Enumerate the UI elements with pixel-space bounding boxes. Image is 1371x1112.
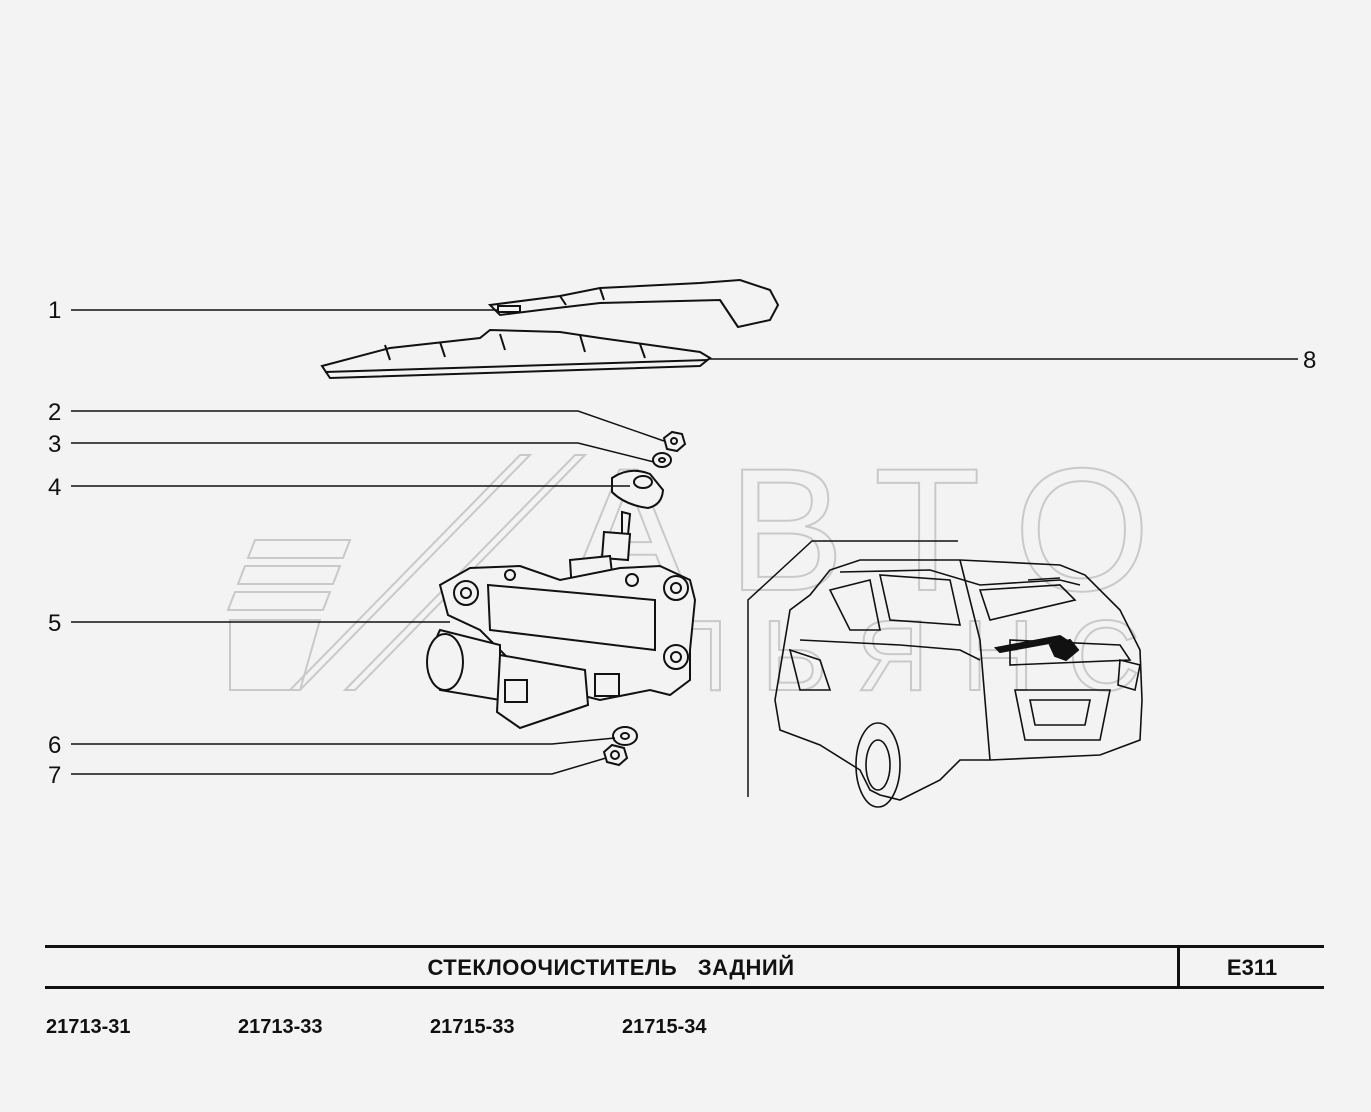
car-rear-wiper-highlight xyxy=(993,634,1080,662)
model-code: 21715-34 xyxy=(622,1016,707,1038)
leader-7 xyxy=(71,757,607,775)
callout-8: 8 xyxy=(1303,347,1316,374)
model-code: 21713-33 xyxy=(238,1016,323,1038)
diagram-title: СТЕКЛООЧИСТИТЕЛЬ ЗАДНИЙ xyxy=(427,955,795,980)
nut-part-2 xyxy=(662,430,687,453)
leader-2 xyxy=(71,410,665,442)
cap-part-4 xyxy=(611,469,665,510)
model-code: 21713-31 xyxy=(46,1016,131,1038)
washer-part-3 xyxy=(652,452,672,468)
callout-6: 6 xyxy=(48,732,61,759)
callout-numbers: 1 2 3 4 5 6 7 8 xyxy=(48,297,1316,789)
model-code: 21715-33 xyxy=(430,1016,515,1038)
callout-7: 7 xyxy=(48,762,61,789)
title-block: СТЕКЛООЧИСТИТЕЛЬ ЗАДНИЙ E311 xyxy=(45,945,1324,989)
callout-2: 2 xyxy=(48,399,61,426)
callout-5: 5 xyxy=(48,610,61,637)
washer-part-6 xyxy=(612,726,638,746)
watermark-logo xyxy=(226,454,588,691)
wiper-arm xyxy=(487,278,780,329)
wiper-motor xyxy=(426,510,697,730)
title-divider xyxy=(1177,948,1180,986)
callout-1: 1 xyxy=(48,297,61,324)
location-pointer xyxy=(747,540,958,797)
callout-3: 3 xyxy=(48,431,61,458)
callout-4: 4 xyxy=(48,474,61,501)
leader-6 xyxy=(71,737,616,745)
car-outline xyxy=(774,559,1143,808)
leader-lines xyxy=(71,309,1298,775)
diagram-code: E311 xyxy=(1226,955,1278,980)
model-list: 21713-31 21713-33 21715-33 21715-34 xyxy=(46,1016,946,1042)
nut-part-7 xyxy=(602,743,629,767)
leader-3 xyxy=(71,442,655,463)
wiper-blade xyxy=(320,328,712,380)
